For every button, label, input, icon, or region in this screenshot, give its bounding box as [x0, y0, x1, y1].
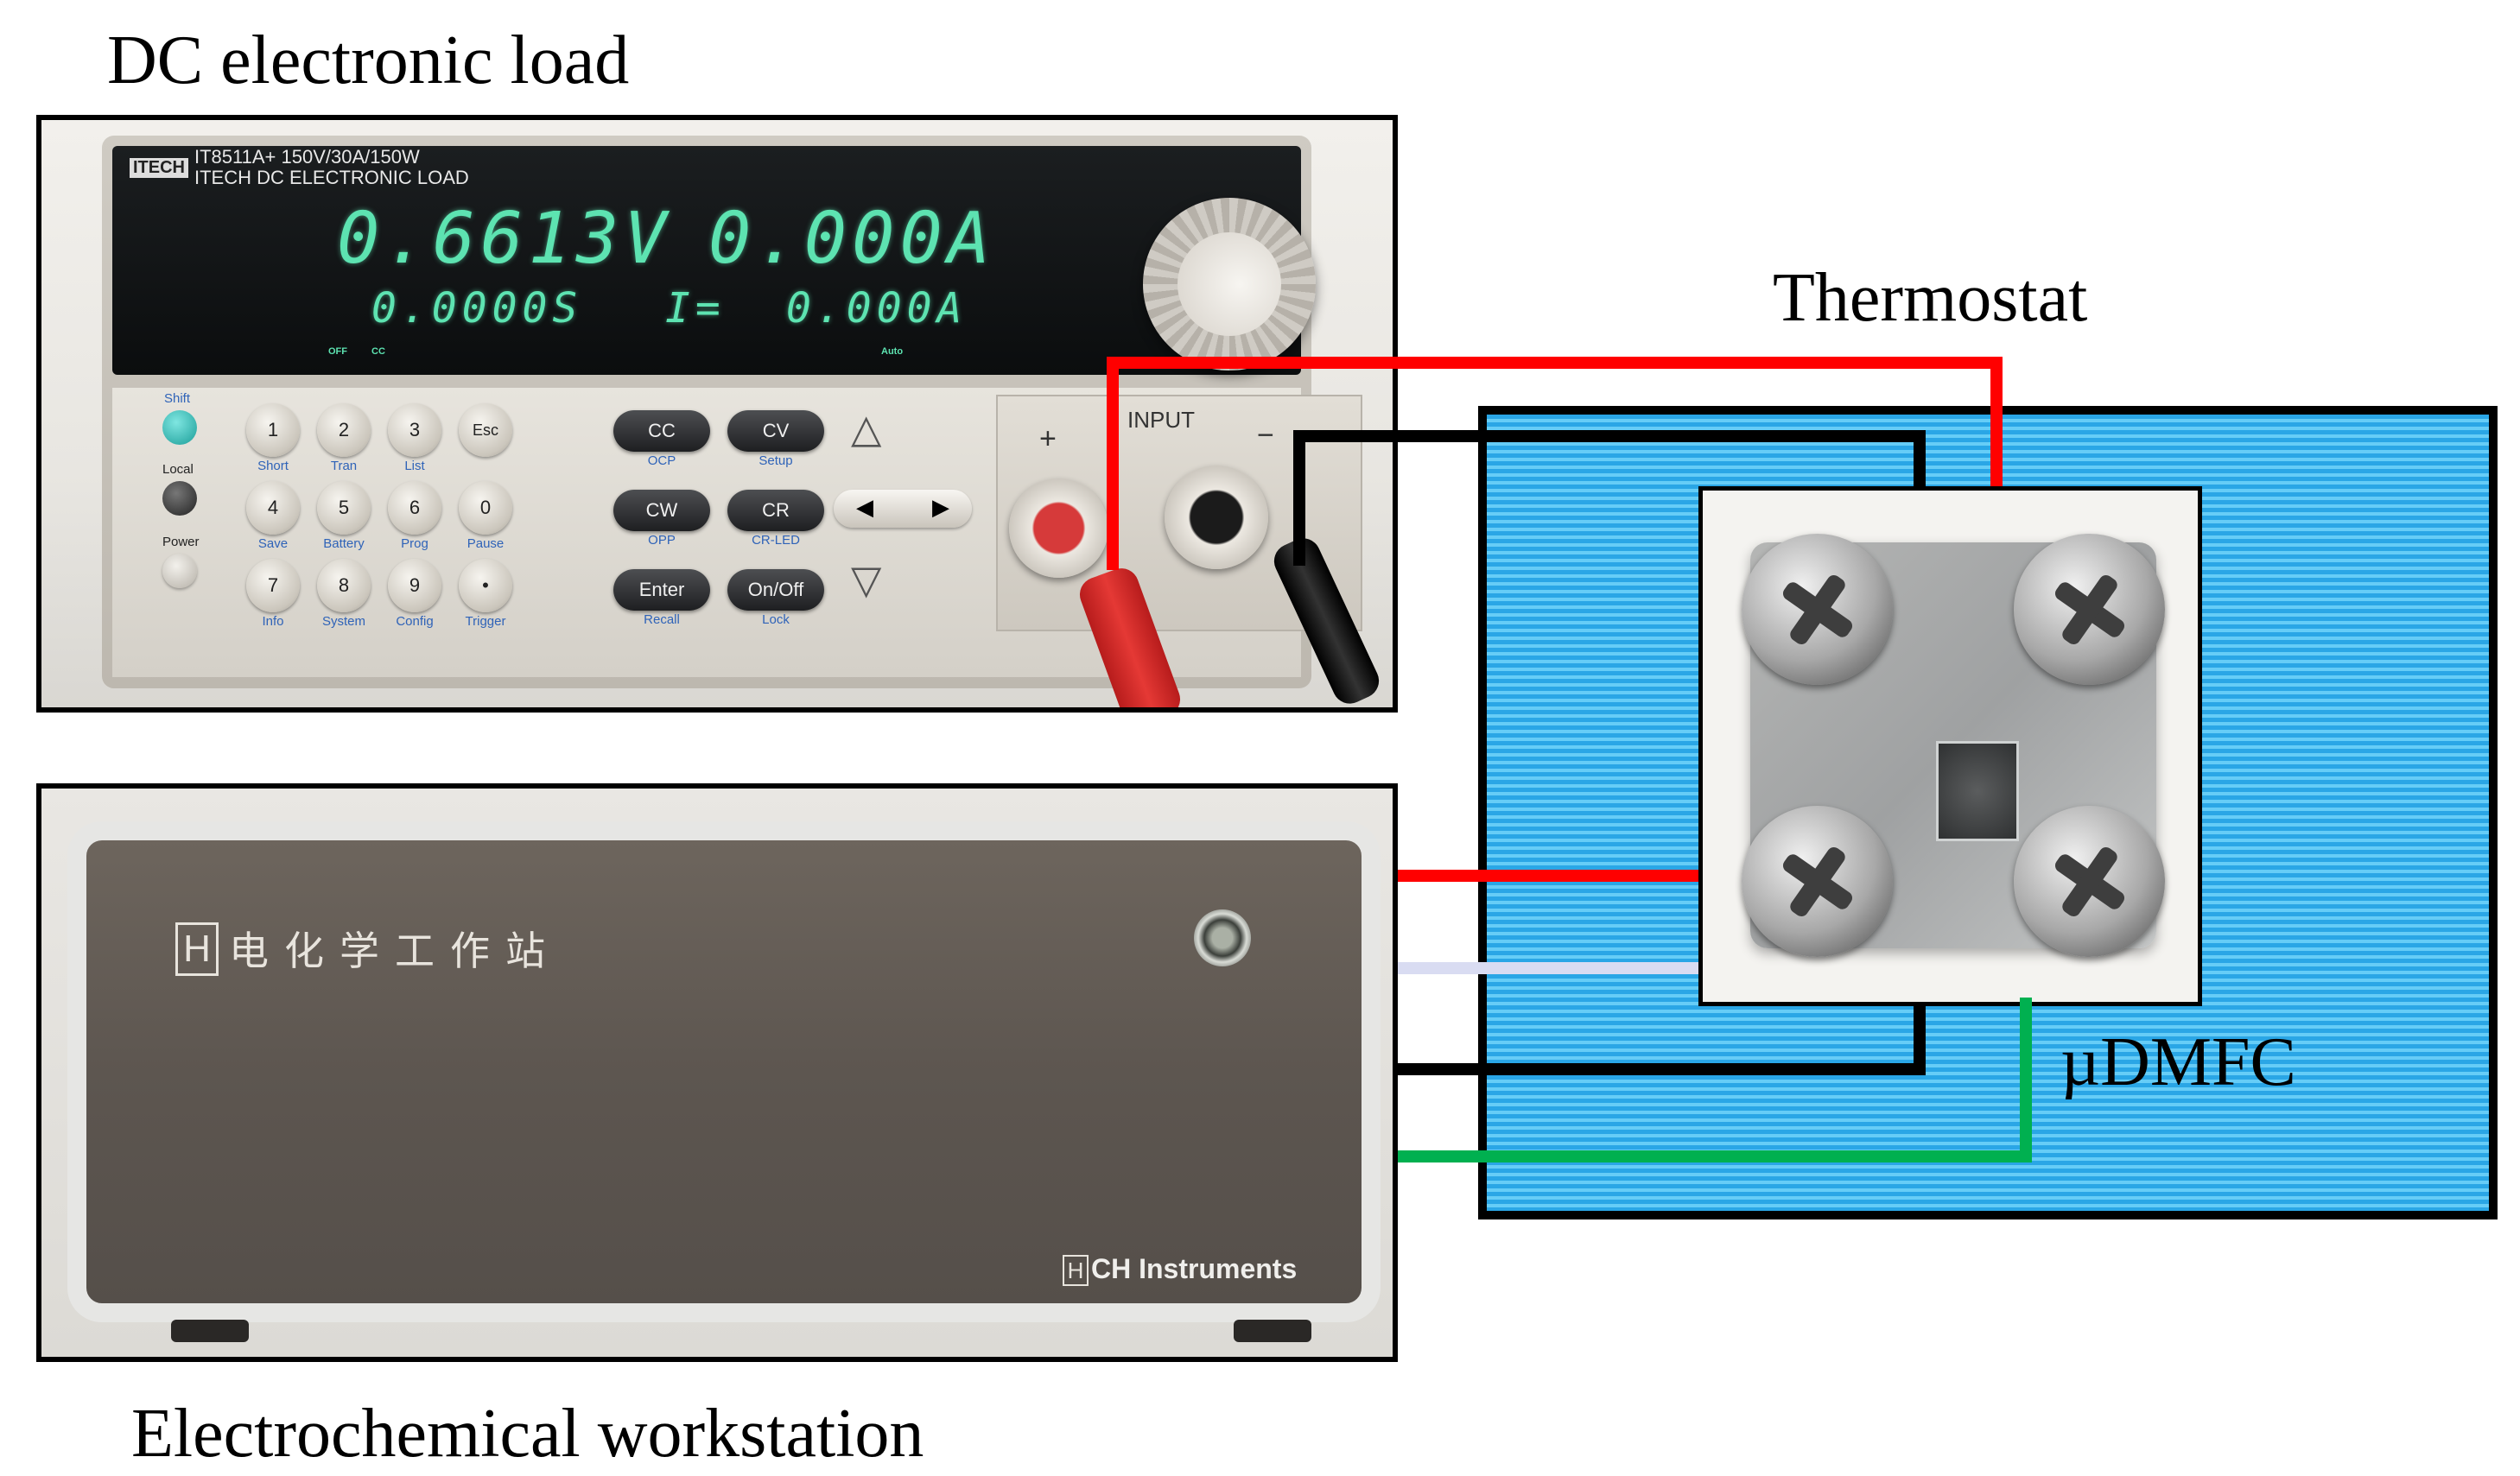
keypad-key-sublabel: Info [262, 614, 284, 629]
udmfc-caption: µDMFC [2060, 1024, 2296, 1100]
udmfc-photo [1698, 486, 2202, 1006]
itech-logo: ITECH [130, 158, 188, 178]
plus-label: + [1039, 422, 1057, 455]
keypad-key[interactable]: • [459, 559, 512, 612]
thermostat-caption: Thermostat [1773, 260, 2088, 336]
secondary-readout: 0.000A [786, 284, 968, 333]
power-indicator-button[interactable] [1194, 909, 1251, 966]
ch-logo-large: H [175, 922, 219, 976]
dc-load-caption: DC electronic load [107, 22, 630, 98]
screw-icon [2014, 806, 2165, 957]
brand-chinese: 电化学工作站 [229, 928, 561, 974]
keypad-key-sublabel: Save [257, 536, 289, 551]
function-key-sublabel: Lock [762, 612, 790, 627]
screw-icon [1742, 534, 1893, 685]
secondary-label: I= [665, 284, 726, 333]
arrow-up-icon[interactable]: △ [851, 405, 882, 452]
negative-terminal[interactable] [1165, 466, 1268, 569]
function-key[interactable]: CV [727, 410, 824, 452]
keypad-key[interactable]: 9 [388, 559, 441, 612]
ch-logo-small: H [1063, 1255, 1089, 1286]
keypad-key[interactable]: 3 [388, 403, 441, 457]
right-foot [1234, 1320, 1311, 1342]
keypad-key-sublabel: Tran [330, 459, 358, 473]
arrow-right-icon[interactable]: ▶ [932, 495, 949, 521]
rotary-knob[interactable] [1143, 198, 1316, 371]
keypad-key[interactable]: 5 [317, 481, 371, 535]
current-readout: 0.000A [708, 198, 996, 280]
positive-terminal[interactable] [1009, 478, 1108, 578]
dc-load-photo: ITECH IT8511A+ 150V/30A/150W ITECH DC EL… [36, 115, 1398, 713]
function-key[interactable]: On/Off [727, 569, 824, 611]
green-wire [1398, 998, 2032, 1162]
function-key[interactable]: CW [613, 490, 710, 531]
keypad-key-sublabel: Pause [467, 536, 505, 551]
keypad-key[interactable]: 8 [317, 559, 371, 612]
auto-indicator: Auto [881, 346, 904, 357]
keypad-key[interactable]: 6 [388, 481, 441, 535]
brand-english: CH Instruments [1091, 1253, 1298, 1284]
function-key-sublabel: OCP [647, 453, 676, 468]
function-key[interactable]: Enter [613, 569, 710, 611]
keypad-key[interactable]: 1 [246, 403, 300, 457]
workstation-case: H 电化学工作站 H CH Instruments [67, 821, 1381, 1322]
keypad-key-sublabel: List [404, 459, 425, 473]
fuel-cell-block [1742, 534, 2165, 957]
product-line: ITECH DC ELECTRONIC LOAD [194, 167, 469, 188]
power-label: Power [162, 535, 200, 549]
black-wire-bottom [1398, 1006, 1926, 1075]
keypad-key-sublabel: Battery [323, 536, 365, 551]
keypad-key-sublabel: Config [396, 614, 434, 629]
keypad-key[interactable]: 2 [317, 403, 371, 457]
black-wire-top [1293, 430, 1926, 566]
function-key[interactable]: CR [727, 490, 824, 531]
workstation-photo: H 电化学工作站 H CH Instruments [36, 783, 1398, 1362]
screw-icon [1742, 806, 1893, 957]
model-line: IT8511A+ 150V/30A/150W [194, 146, 420, 168]
keypad-key[interactable]: Esc [459, 403, 512, 457]
arrow-left-icon[interactable]: ◀ [856, 495, 873, 521]
keypad-key[interactable]: 7 [246, 559, 300, 612]
arrow-down-icon[interactable]: ▽ [851, 556, 882, 603]
off-indicator: OFF [328, 346, 347, 357]
voltage-readout: 0.6613V [337, 198, 672, 280]
left-foot [171, 1320, 249, 1342]
keypad-key-sublabel: System [321, 614, 365, 629]
arrow-left-right-key[interactable]: ◀ ▶ [834, 490, 972, 528]
keypad-key-sublabel: Prog [401, 536, 428, 551]
function-key[interactable]: CC [613, 410, 710, 452]
load-display: ITECH IT8511A+ 150V/30A/150W ITECH DC EL… [112, 146, 1301, 375]
function-key-sublabel: Recall [644, 612, 680, 627]
keypad-key-sublabel: Short [257, 459, 289, 473]
keypad-key-sublabel: Trigger [465, 614, 506, 629]
function-key-sublabel: Setup [759, 453, 793, 468]
function-key-sublabel: OPP [648, 533, 676, 548]
workstation-caption: Electrochemical workstation [131, 1396, 924, 1472]
power-readout: 0.0000S [371, 284, 583, 333]
keypad-key[interactable]: 0 [459, 481, 512, 535]
red-wire-top [1107, 357, 2003, 570]
shift-label: Shift [164, 391, 191, 406]
screw-icon [2014, 534, 2165, 685]
function-key-sublabel: CR-LED [752, 533, 800, 548]
cc-indicator: CC [371, 346, 385, 357]
local-label: Local [162, 462, 194, 477]
cell-window [1936, 741, 2019, 841]
local-button[interactable] [162, 481, 197, 516]
input-label: INPUT [1127, 407, 1195, 433]
knob-cap [1177, 232, 1281, 336]
shift-button[interactable] [162, 410, 197, 445]
keypad-key[interactable]: 4 [246, 481, 300, 535]
minus-label: − [1257, 419, 1274, 452]
power-button[interactable] [162, 554, 197, 588]
